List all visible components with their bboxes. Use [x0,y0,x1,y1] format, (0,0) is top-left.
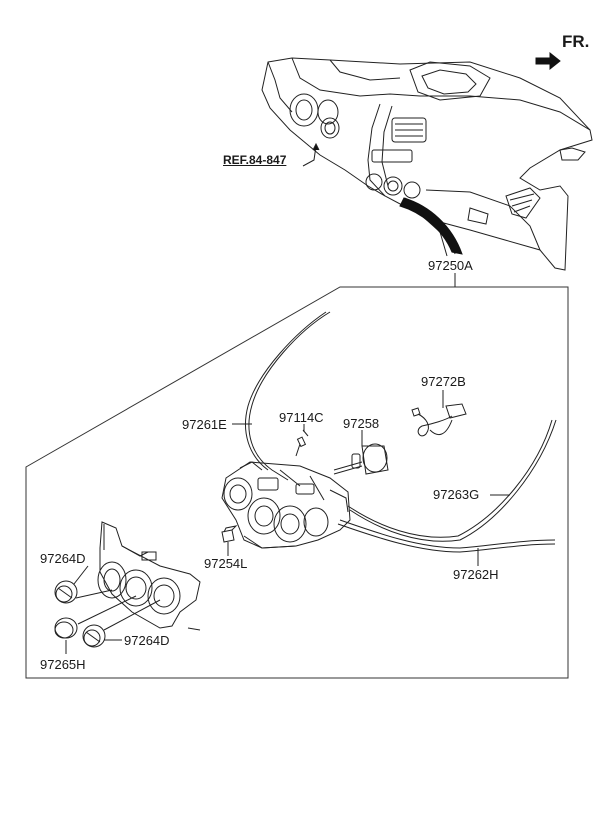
switch-97254L-shape [221,525,238,543]
part-label-97263G: 97263G [433,487,480,502]
control-module-shape [221,461,351,549]
orientation-label: FR. [562,32,590,51]
part-label-97254L: 97254L [204,556,248,571]
ref-leader-line [302,145,317,167]
part-label-97258: 97258 [343,416,380,431]
part-label-97114C: 97114C [279,410,324,425]
assembly-frame [25,286,569,679]
knob-97264D-right [82,624,106,648]
cable-97263G [349,419,557,542]
fr-arrow-icon [535,51,561,71]
knob-97265H [54,617,78,639]
part-label-97264D-left: 97264D [40,551,86,566]
connector-97272B-shape [411,403,467,437]
dashboard-illustration [262,58,592,270]
reference-label[interactable]: REF.84-847 [223,153,287,167]
callout-arrow [399,197,463,255]
front-panel-shape [97,521,201,631]
part-label-97261E: 97261E [182,417,227,432]
part-label-97262H: 97262H [453,567,499,582]
part-label-97250A: 97250A [428,258,473,273]
part-label-97272B: 97272B [421,374,466,389]
actuator-97258-shape [333,443,389,475]
part-label-97264D-right: 97264D [124,633,170,648]
knob-97264D-left [54,580,78,604]
leader-97264D-left [73,565,89,585]
part-label-97265H: 97265H [40,657,86,672]
ref-leader-arrowhead [312,142,320,151]
pin-97114C-shape [295,429,309,457]
cable-97262H [339,519,556,549]
cable-97261E [248,311,331,481]
